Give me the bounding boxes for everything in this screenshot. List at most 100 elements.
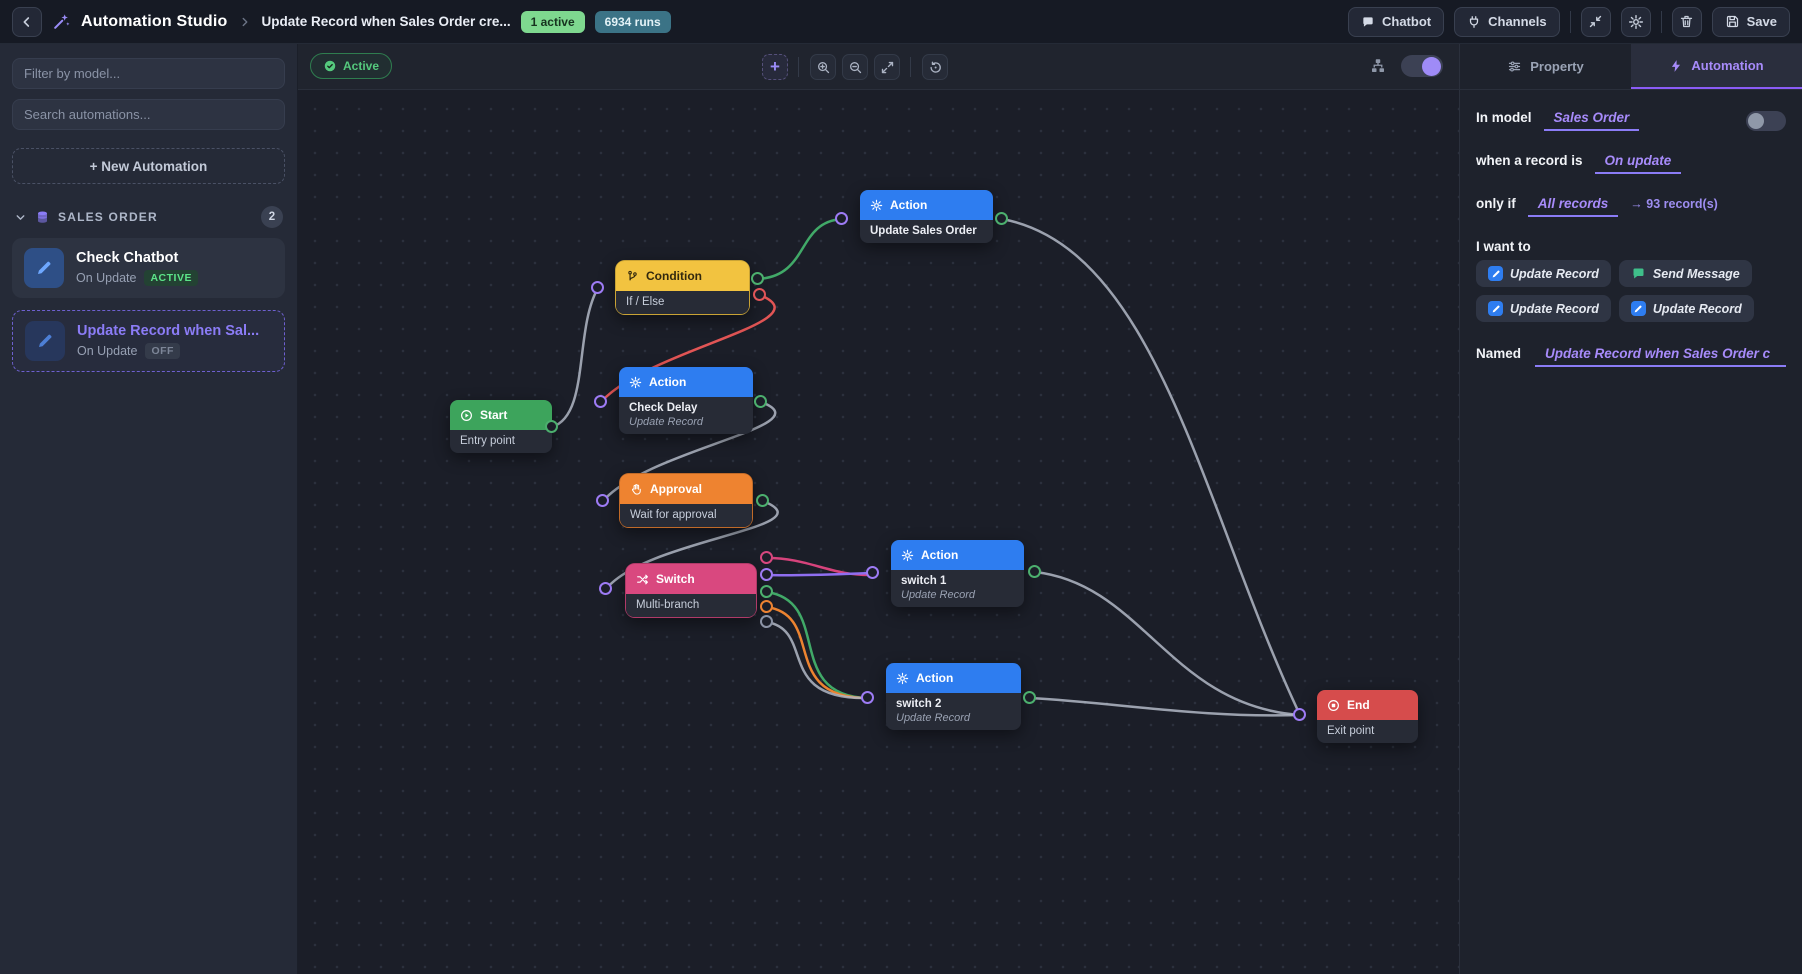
port-action-update-sales-order-input[interactable] <box>835 212 848 225</box>
topbar-divider-2 <box>1660 10 1662 33</box>
runs-count-badge: 6934 runs <box>594 10 671 33</box>
port-switch-output-1[interactable] <box>760 551 773 564</box>
port-check-delay-input[interactable] <box>594 395 607 408</box>
search-automations-input[interactable] <box>12 99 285 130</box>
branch-icon <box>626 270 639 283</box>
workflow-status-pill[interactable]: Active <box>310 53 393 79</box>
toolbar-divider-2 <box>910 57 911 77</box>
toggle-knob <box>1748 112 1764 129</box>
node-action-update-sales-order[interactable]: Action Update Sales Order <box>860 190 993 243</box>
channels-button-label: Channels <box>1488 14 1547 29</box>
port-approval-input[interactable] <box>596 494 609 507</box>
port-action-update-sales-order-output[interactable] <box>995 212 1008 225</box>
node-action-switch-1[interactable]: Action switch 1 Update Record <box>891 540 1024 607</box>
automation-list-item-update-record[interactable]: Update Record when Sal... On Update OFF <box>12 310 285 372</box>
model-section-header[interactable]: SALES ORDER 2 <box>14 206 283 228</box>
port-switch-output-3[interactable] <box>760 585 773 598</box>
node-title: switch 1 <box>901 575 947 587</box>
pencil-chip-icon <box>1630 301 1646 316</box>
edge-action-end <box>1000 217 1302 717</box>
node-approval[interactable]: Approval Wait for approval <box>619 473 753 528</box>
collapse-button[interactable] <box>1580 6 1611 37</box>
automation-item-text: Update Record when Sal... On Update OFF <box>77 323 259 359</box>
port-switch2-input[interactable] <box>861 691 874 704</box>
canvas-toolbar: Active + <box>298 44 1459 90</box>
node-action-check-delay[interactable]: Action Check Delay Update Record <box>619 367 753 434</box>
filter-model-input[interactable] <box>12 58 285 89</box>
check-circle-icon <box>323 59 337 73</box>
port-switch-output-4[interactable] <box>760 600 773 613</box>
gear-icon <box>629 376 642 389</box>
node-switch[interactable]: Switch Multi-branch <box>625 563 757 618</box>
port-condition-input[interactable] <box>591 281 604 294</box>
port-end-input[interactable] <box>1293 708 1306 721</box>
node-type-label: Action <box>921 548 959 562</box>
node-start[interactable]: Start Entry point <box>450 400 552 453</box>
port-start-output[interactable] <box>545 420 558 433</box>
action-chip-update-record-3[interactable]: Update Record <box>1618 295 1754 322</box>
model-section-count: 2 <box>261 206 283 228</box>
edge-switch-orange-switch2 <box>765 605 870 700</box>
automation-enabled-toggle[interactable] <box>1746 110 1786 131</box>
plus-icon: + <box>770 57 780 76</box>
automation-item-trigger: On Update <box>77 344 138 358</box>
automation-item-tile <box>24 248 64 288</box>
port-switch-input[interactable] <box>599 582 612 595</box>
filter-select[interactable]: All records <box>1527 196 1619 217</box>
port-switch-output-2[interactable] <box>760 568 773 581</box>
action-chip-send-message[interactable]: Send Message <box>1618 260 1752 287</box>
flow-canvas[interactable]: Start Entry point Condition If / Else Ac… <box>298 90 1459 974</box>
port-switch-output-5[interactable] <box>760 615 773 628</box>
port-switch1-input[interactable] <box>866 566 879 579</box>
history-button[interactable] <box>922 54 948 80</box>
node-end[interactable]: End Exit point <box>1317 690 1418 743</box>
chatbot-button[interactable]: Chatbot <box>1348 6 1445 37</box>
port-check-delay-output[interactable] <box>754 395 767 408</box>
in-model-select[interactable]: Sales Order <box>1543 110 1640 131</box>
chevron-down-icon <box>14 211 27 224</box>
breadcrumb-title: Update Record when Sales Order cre... <box>261 14 511 29</box>
automation-list-item-check-chatbot[interactable]: Check Chatbot On Update ACTIVE <box>12 238 285 298</box>
model-section-title: SALES ORDER <box>58 210 158 224</box>
node-action-body: Update Sales Order <box>860 220 993 243</box>
node-type-label: Action <box>916 671 954 685</box>
port-condition-true-output[interactable] <box>751 272 764 285</box>
layout-toggle[interactable] <box>1401 55 1443 77</box>
zoom-out-button[interactable] <box>842 54 868 80</box>
status-badge: ACTIVE <box>144 270 198 286</box>
save-icon <box>1725 14 1740 29</box>
port-switch1-output[interactable] <box>1028 565 1041 578</box>
breadcrumb-chevron-icon <box>238 15 252 29</box>
automation-item-title: Check Chatbot <box>76 250 179 266</box>
pencil-chip-icon <box>1488 301 1503 316</box>
new-automation-button[interactable]: + New Automation <box>12 148 285 184</box>
action-chip-update-record-2[interactable]: Update Record <box>1476 295 1611 322</box>
pencil-chip-icon <box>1488 266 1503 281</box>
node-action-switch-2[interactable]: Action switch 2 Update Record <box>886 663 1021 730</box>
zoom-in-button[interactable] <box>810 54 836 80</box>
chat-bubble-icon <box>1631 266 1646 281</box>
back-button[interactable] <box>12 6 42 37</box>
workflow-status-label: Active <box>343 59 380 73</box>
record-count[interactable]: → 93 record(s) <box>1630 197 1718 211</box>
fit-view-button[interactable] <box>874 54 900 80</box>
inspector-tabs: Property Automation <box>1460 44 1802 90</box>
settings-button[interactable] <box>1620 6 1651 37</box>
node-condition[interactable]: Condition If / Else <box>615 260 750 315</box>
node-end-body: Exit point <box>1317 720 1418 743</box>
trigger-select[interactable]: On update <box>1594 153 1682 174</box>
save-button[interactable]: Save <box>1711 6 1790 37</box>
channels-button[interactable]: Channels <box>1454 6 1560 37</box>
port-approval-output[interactable] <box>756 494 769 507</box>
tab-property[interactable]: Property <box>1460 44 1631 89</box>
port-condition-false-output[interactable] <box>753 288 766 301</box>
tab-automation[interactable]: Automation <box>1631 44 1802 89</box>
add-node-button[interactable]: + <box>762 54 788 80</box>
node-type-label: End <box>1347 698 1370 712</box>
port-switch2-output[interactable] <box>1023 691 1036 704</box>
delete-button[interactable] <box>1671 6 1702 37</box>
automation-name-input[interactable]: Update Record when Sales Order c <box>1535 346 1786 367</box>
i-want-to-label: I want to <box>1476 239 1531 254</box>
action-chip-update-record-1[interactable]: Update Record <box>1476 260 1611 287</box>
node-subtitle: Update Record <box>901 589 975 601</box>
